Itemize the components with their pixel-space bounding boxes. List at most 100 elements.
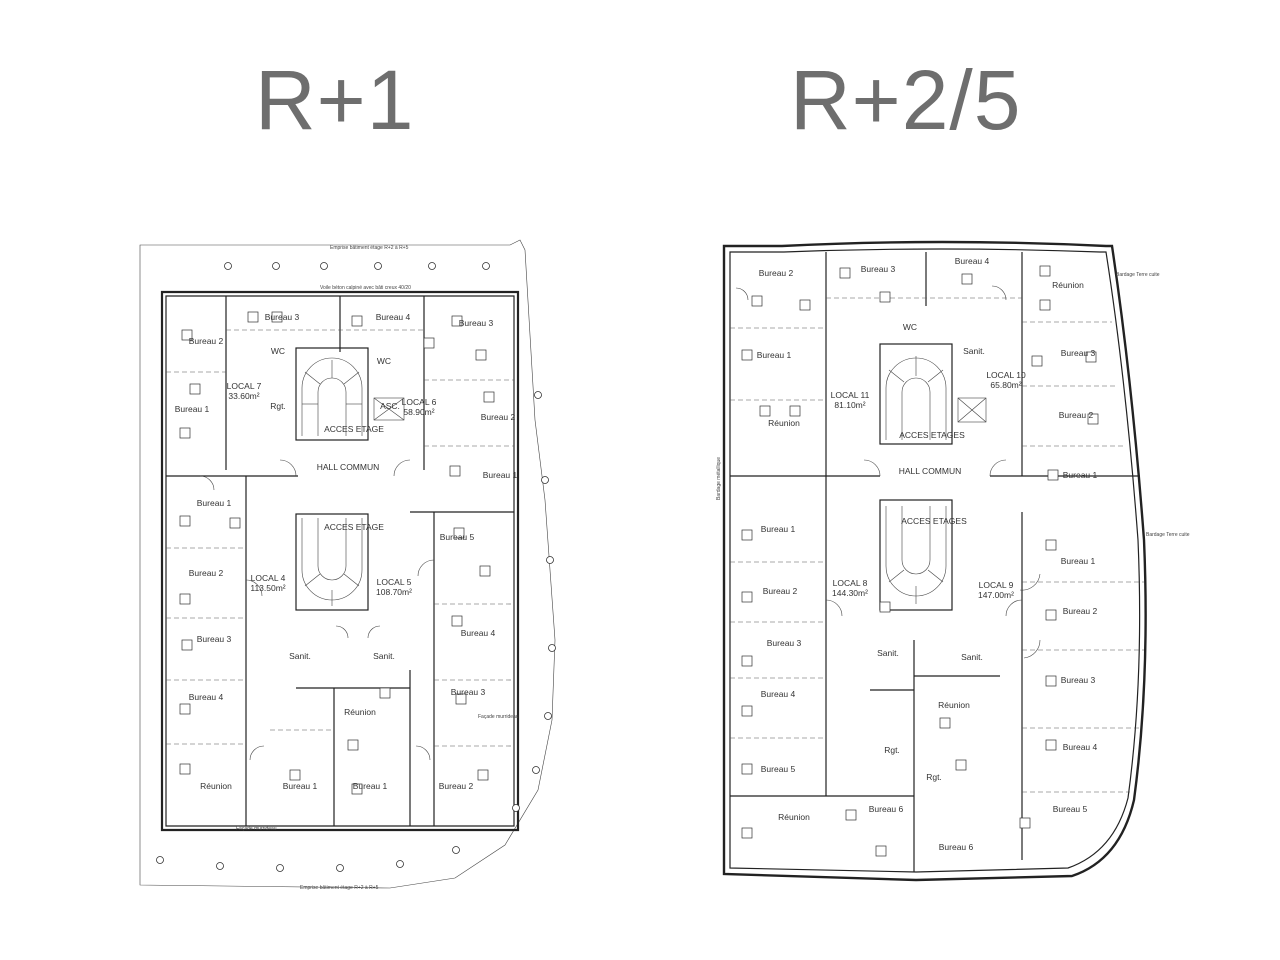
r25-room-reunion-mid: Réunion <box>938 700 970 710</box>
r25-room-bureau-3-e: Bureau 3 <box>1061 348 1096 358</box>
r1-room-bureau-1: Bureau 1 <box>175 404 210 414</box>
r25-room-wc: WC <box>903 322 917 332</box>
r1-room-bureau-2-e: Bureau 2 <box>481 412 516 422</box>
r1-room-wc-2: WC <box>377 356 391 366</box>
r1-room-bureau-1-e: Bureau 1 <box>483 470 518 480</box>
r1-note-emprise-bottom: Emprise bâtiment étage R+2 à R+5 <box>300 885 379 891</box>
r25-room-local-11-area: 81.10m² <box>834 400 865 410</box>
r1-room-local-6-area: 58.90m² <box>403 407 434 417</box>
r1-note-emprise-top: Emprise bâtiment étage R+2 à R+5 <box>330 245 409 251</box>
r1-room-bureau-5-e: Bureau 5 <box>440 532 475 542</box>
r1-room-hall-commun: HALL COMMUN <box>317 462 380 472</box>
r25-room-sanit-1: Sanit. <box>877 648 899 658</box>
r25-room-bureau-4-e2: Bureau 4 <box>1063 742 1098 752</box>
r1-room-local-5: LOCAL 5 <box>377 577 412 587</box>
r1-equipment <box>179 311 495 795</box>
r1-note-facade: Façade murrideau <box>236 826 277 832</box>
r1-exterior-lights <box>156 262 556 872</box>
r25-room-bureau-1-w2: Bureau 1 <box>761 524 796 534</box>
r1-room-bureau-2: Bureau 2 <box>189 336 224 346</box>
r25-doors <box>735 285 1041 659</box>
r25-room-reunion-w: Réunion <box>768 418 800 428</box>
r25-room-local-8-area: 144.30m² <box>832 588 868 598</box>
r1-room-acces-etage-2: ACCES ETAGE <box>324 522 384 532</box>
r25-room-local-9-area: 147.00m² <box>978 590 1014 600</box>
r1-room-bureau-4: Bureau 4 <box>376 312 411 322</box>
r25-stair-cores <box>879 343 987 611</box>
r25-room-local-8: LOCAL 8 <box>833 578 868 588</box>
r1-room-reunion-sw: Réunion <box>200 781 232 791</box>
r25-room-bureau-5-w2: Bureau 5 <box>761 764 796 774</box>
r25-room-local-11: LOCAL 11 <box>831 390 870 400</box>
r1-partitions <box>166 296 514 826</box>
r25-room-bureau-6: Bureau 6 <box>869 804 904 814</box>
r25-room-local-9: LOCAL 9 <box>979 580 1014 590</box>
r25-room-bureau-4-w2: Bureau 4 <box>761 689 796 699</box>
floor-title-r2-5: R+2/5 <box>790 53 1022 147</box>
r25-room-reunion-sw: Réunion <box>778 812 810 822</box>
r25-room-bureau-3-w2: Bureau 3 <box>767 638 802 648</box>
r1-room-bureau-2-w2: Bureau 2 <box>189 568 224 578</box>
r1-room-local-6: LOCAL 6 <box>402 397 437 407</box>
r1-room-local-7-area: 33.60m² <box>228 391 259 401</box>
r1-room-local-4-area: 113.50m² <box>250 583 285 593</box>
r25-room-sanit-2: Sanit. <box>961 652 983 662</box>
r1-room-sanit-2: Sanit. <box>373 651 395 661</box>
r1-note-facade-2: Façade murrideau <box>478 714 519 720</box>
r25-note-bardage-metal: Bardage métallique <box>716 457 722 500</box>
r1-room-bureau-4-e: Bureau 4 <box>461 628 496 638</box>
r25-room-rgt-2: Rgt. <box>926 772 942 782</box>
r25-room-bureau-2-w2: Bureau 2 <box>763 586 798 596</box>
r1-stair-cores <box>295 347 405 611</box>
r25-note-bardage-1: Bardage Terre cuite <box>1116 272 1160 278</box>
r25-room-bureau-1: Bureau 1 <box>757 350 792 360</box>
r25-room-bureau-3: Bureau 3 <box>861 264 896 274</box>
r25-room-local-10: LOCAL 10 <box>986 370 1026 380</box>
r1-room-bureau-1-s: Bureau 1 <box>283 781 318 791</box>
r25-room-sanit-top: Sanit. <box>963 346 985 356</box>
r1-room-bureau-3: Bureau 3 <box>265 312 300 322</box>
r1-room-local-7: LOCAL 7 <box>227 381 262 391</box>
r25-room-acces-etages-2: ACCES ETAGES <box>901 516 967 526</box>
r25-room-bureau-6-s2: Bureau 6 <box>939 842 974 852</box>
r1-room-bureau-1-w2: Bureau 1 <box>197 498 232 508</box>
r25-room-reunion-ne: Réunion <box>1052 280 1084 290</box>
r25-building-wall <box>722 240 1147 882</box>
r25-room-bureau-3-e2: Bureau 3 <box>1061 675 1096 685</box>
floor-title-r1: R+1 <box>255 53 415 147</box>
plan-r1: Emprise bâtiment étage R+2 à R+5 Voile b… <box>139 239 556 891</box>
r25-building-wall-inner <box>729 248 1141 873</box>
r1-room-sanit-1: Sanit. <box>289 651 311 661</box>
r1-room-acces-etage-1: ACCES ETAGE <box>324 424 384 434</box>
r25-room-local-10-area: 65.80m² <box>990 380 1021 390</box>
r25-room-rgt-1: Rgt. <box>884 745 900 755</box>
r25-partitions <box>730 252 1144 872</box>
r25-room-bureau-5-e2: Bureau 5 <box>1053 804 1088 814</box>
r1-room-bureau-3-ne: Bureau 3 <box>459 318 494 328</box>
r1-room-bureau-3-e: Bureau 3 <box>451 687 486 697</box>
r1-room-local-4: LOCAL 4 <box>251 573 286 583</box>
r25-room-hall-commun: HALL COMMUN <box>899 466 962 476</box>
r1-note-voile: Voile béton calpiné avec bâti creux 40/2… <box>320 285 411 291</box>
r1-room-reunion-mid: Réunion <box>344 707 376 717</box>
r1-building-wall-inner <box>165 295 515 827</box>
r1-building-wall <box>160 290 520 832</box>
r25-room-bureau-2: Bureau 2 <box>759 268 794 278</box>
plan-r2-5: Bardage Terre cuite Bardage Terre cuite … <box>716 240 1190 882</box>
r25-room-bureau-4: Bureau 4 <box>955 256 990 266</box>
r1-room-bureau-1-s2: Bureau 1 <box>353 781 388 791</box>
r1-room-local-5-area: 108.70m² <box>376 587 412 597</box>
r1-room-rgt: Rgt. <box>270 401 286 411</box>
r25-room-bureau-2-e2: Bureau 2 <box>1063 606 1098 616</box>
r25-equipment <box>741 265 1099 857</box>
r25-note-bardage-2: Bardage Terre cuite <box>1146 532 1190 538</box>
r25-room-bureau-1-e2: Bureau 1 <box>1061 556 1096 566</box>
r1-room-bureau-3-w2: Bureau 3 <box>197 634 232 644</box>
r25-room-bureau-1-e: Bureau 1 <box>1063 470 1098 480</box>
r1-room-bureau-4-w2: Bureau 4 <box>189 692 224 702</box>
r1-doors <box>199 459 435 761</box>
r1-room-bureau-2-se: Bureau 2 <box>439 781 474 791</box>
r1-room-wc-1: WC <box>271 346 285 356</box>
r25-room-bureau-2-e: Bureau 2 <box>1059 410 1094 420</box>
